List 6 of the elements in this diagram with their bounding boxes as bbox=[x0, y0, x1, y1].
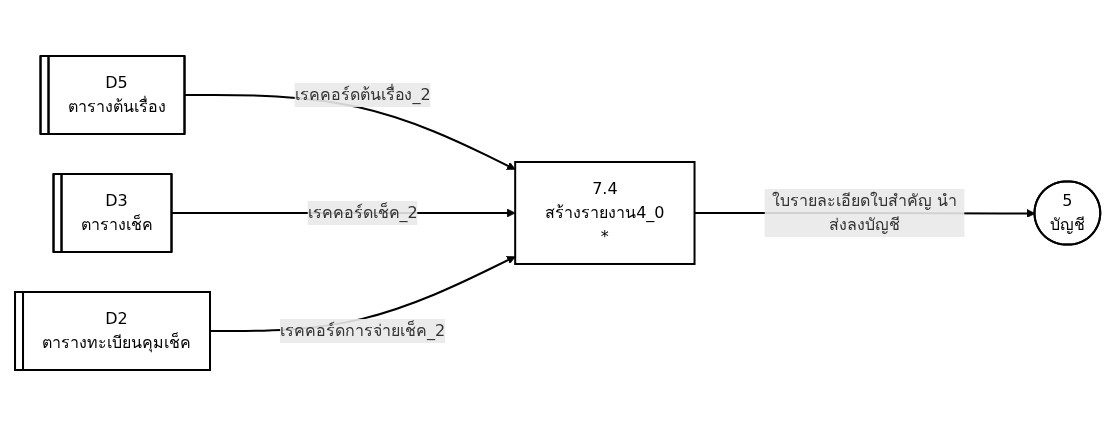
edge-label: เรคคอร์ดการจ่ายเช็ค_2 bbox=[279, 320, 446, 340]
edge-label: เรคคอร์ดต้นเรื่อง_2 bbox=[294, 84, 431, 104]
edge-label: เรคคอร์ดเช็ค_2 bbox=[307, 202, 418, 222]
edge-label: ใบรายละเอียดใบสำคัญ นำส่งลงบัญชี bbox=[771, 190, 957, 234]
node-text: D2 ตารางทะเบียนคุมเช็ค bbox=[41, 308, 191, 352]
node-box: 7.4 สร้างรายงาน4_0 * bbox=[514, 160, 696, 265]
